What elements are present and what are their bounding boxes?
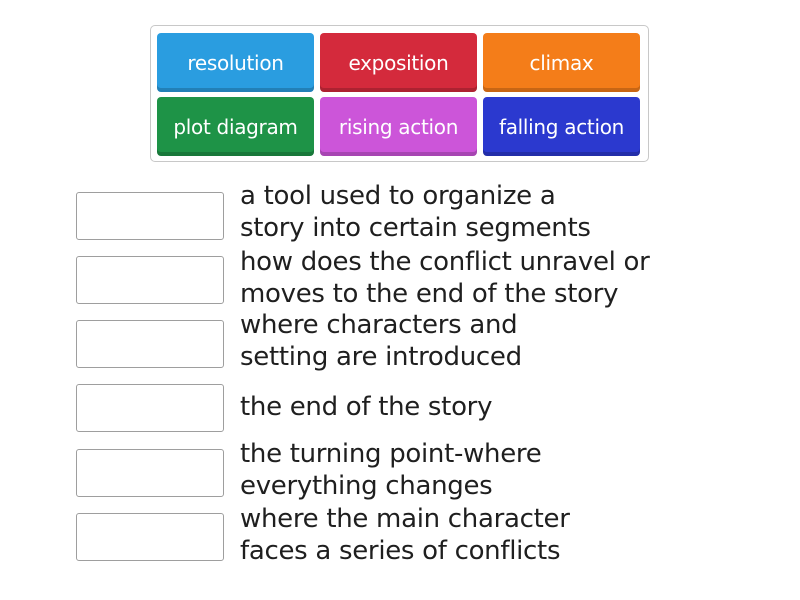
clue-1: a tool used to organize a story into cer…	[240, 180, 591, 244]
clue-2: how does the conflict unravel or moves t…	[240, 246, 650, 310]
clue-5: the turning point-where everything chang…	[240, 438, 542, 502]
tile-climax[interactable]: climax	[483, 33, 640, 92]
clue-line: where the main character	[240, 504, 570, 534]
clue-line: where characters and	[240, 310, 518, 340]
clue-line: story into certain segments	[240, 213, 591, 243]
tile-exposition[interactable]: exposition	[320, 33, 477, 92]
tile-label: plot diagram	[173, 114, 298, 139]
clue-line: everything changes	[240, 471, 493, 501]
clue-line: the end of the story	[240, 392, 493, 422]
clue-3: where characters and setting are introdu…	[240, 309, 522, 373]
tile-label: exposition	[348, 50, 449, 75]
clue-line: the turning point-where	[240, 439, 542, 469]
answer-drop-box-6[interactable]	[76, 513, 224, 561]
tile-resolution[interactable]: resolution	[157, 33, 314, 92]
answer-drop-box-2[interactable]	[76, 256, 224, 304]
clue-line: faces a series of conflicts	[240, 536, 561, 566]
clue-line: a tool used to organize a	[240, 181, 556, 211]
answer-drop-box-5[interactable]	[76, 449, 224, 497]
clue-4: the end of the story	[240, 391, 492, 423]
tile-bank: resolution exposition climax plot diagra…	[150, 25, 649, 162]
clue-line: moves to the end of the story	[240, 279, 619, 309]
answer-drop-box-1[interactable]	[76, 192, 224, 240]
tile-falling-action[interactable]: falling action	[483, 97, 640, 156]
tile-label: rising action	[338, 114, 459, 139]
tile-label: falling action	[498, 114, 625, 139]
tile-rising-action[interactable]: rising action	[320, 97, 477, 156]
answer-drop-box-4[interactable]	[76, 384, 224, 432]
tile-label: resolution	[187, 50, 284, 75]
answer-drop-box-3[interactable]	[76, 320, 224, 368]
tile-label: climax	[529, 50, 594, 75]
tile-plot-diagram[interactable]: plot diagram	[157, 97, 314, 156]
clue-line: setting are introduced	[240, 342, 522, 372]
clue-line: how does the conflict unravel or	[240, 247, 650, 277]
clue-6: where the main character faces a series …	[240, 503, 570, 567]
